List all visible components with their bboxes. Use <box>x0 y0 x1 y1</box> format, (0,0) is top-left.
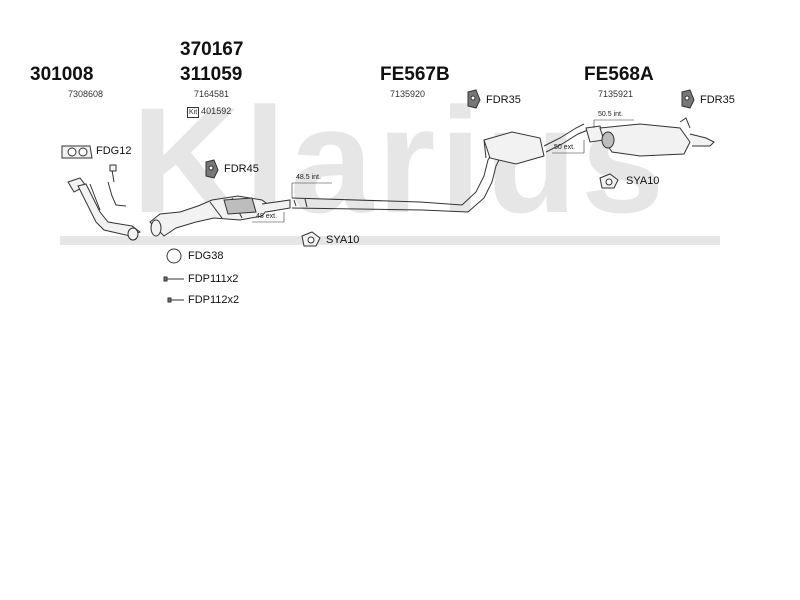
part-number-fe567b: FE567B <box>380 64 450 85</box>
ring-fdg38-icon <box>166 248 182 264</box>
centre-pipe-fe567b <box>291 149 501 213</box>
ref-number-7135920: 7135920 <box>390 89 426 99</box>
hanger-fdr35-icon <box>467 89 481 109</box>
label-sya10: SYA10 <box>326 234 360 246</box>
clamp-sya10-rear-icon <box>599 173 619 189</box>
dimension-lines <box>252 119 634 223</box>
bolt-fdp111-icon <box>163 276 184 282</box>
ref-number-7308608: 7308608 <box>68 89 104 99</box>
part-number-311059: 311059 <box>180 64 243 85</box>
hanger-fdr45-icon <box>205 159 219 179</box>
label-fdr35-rear: FDR35 <box>700 94 735 106</box>
bolt-fdp112-icon <box>167 297 184 303</box>
clamp-sya10-icon <box>301 231 321 247</box>
label-fdr45: FDR45 <box>224 163 259 175</box>
dimension-label-48-5-int: 48.5 int. <box>296 174 321 181</box>
label-fdg38: FDG38 <box>188 250 224 262</box>
dimension-label-48-ext: 48 ext. <box>256 213 278 220</box>
dimension-label-50-5-int: 50.5 int. <box>598 111 623 118</box>
label-sya10-rear: SYA10 <box>626 175 660 187</box>
part-number-fe568a: FE568A <box>584 64 654 85</box>
hanger-fdr35-rear-icon <box>681 89 695 109</box>
label-fdp112: FDP112x2 <box>188 294 240 306</box>
centre-silencer <box>483 123 589 165</box>
label-fdr35: FDR35 <box>486 94 521 106</box>
rear-silencer-fe568a <box>585 117 715 157</box>
watermark-underline <box>60 236 720 245</box>
kit-ref-number: 401592 <box>201 106 232 116</box>
label-fdg12: FDG12 <box>96 145 132 157</box>
part-number-370167: 370167 <box>180 39 244 60</box>
dimension-label-50-ext: 50 ext. <box>554 144 576 151</box>
ref-number-7135921: 7135921 <box>598 89 634 99</box>
catalytic-converter <box>149 195 291 237</box>
kit-label: Kit <box>187 107 200 118</box>
gasket-fdg12-icon <box>61 145 93 159</box>
part-number-301008: 301008 <box>30 64 94 85</box>
label-fdp111: FDP111x2 <box>188 273 239 285</box>
ref-number-7164581: 7164581 <box>194 89 230 99</box>
front-pipe-301008 <box>67 164 142 241</box>
